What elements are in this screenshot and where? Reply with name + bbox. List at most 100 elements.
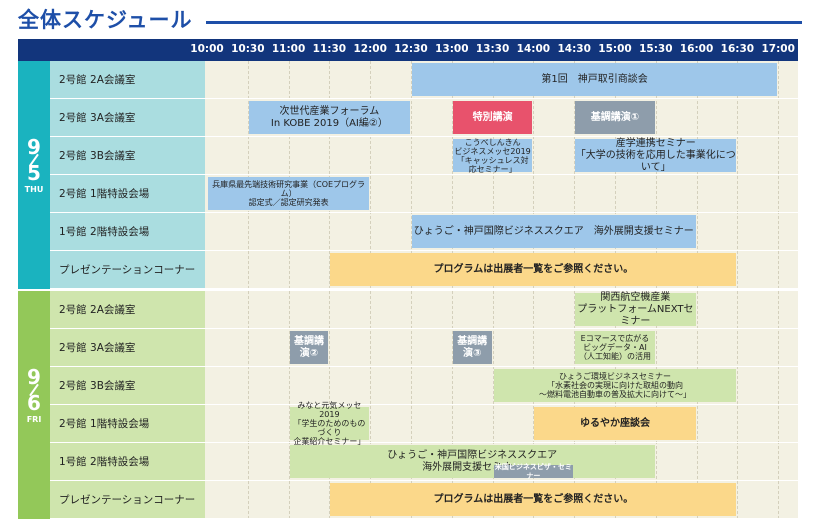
grid-line [492, 61, 494, 289]
event-block[interactable]: みなと元気メッセ2019 「学生のためのものづくり 企業紹介セミナー」 [289, 401, 370, 446]
event-block[interactable]: 第1回 神戸取引商談会 [412, 63, 778, 96]
event-block[interactable]: ひょうご環境ビジネスセミナー 「水素社会の実現に向けた取組の動向 ～燃料電池自動… [493, 369, 737, 402]
event-block[interactable]: 基調講演① [575, 101, 655, 134]
room-label: 2号館 3B会議室 [50, 137, 205, 174]
grid-line [329, 291, 331, 519]
schedule-row: 2号館 1階特設会場兵庫県最先端技術研究事業（COEプログラム） 認定式／認定研… [50, 175, 798, 213]
event-block[interactable]: ゆるやか座談会 [534, 407, 696, 440]
grid-line [574, 61, 576, 289]
date-weekday: THU [24, 185, 44, 194]
time-label: 12:00 [353, 43, 387, 55]
schedule-row: 1号館 2階特設会場 ひょうご・神戸国際ビジネススクエア 海外展開支援セミナー [50, 213, 798, 251]
grid-line [574, 291, 576, 519]
time-label: 13:30 [475, 43, 510, 55]
time-label: 14:30 [557, 43, 591, 55]
event-block[interactable]: ひょうご・神戸国際ビジネススクエア 海外展開支援セミナー [289, 445, 655, 478]
event-block[interactable]: Eコマースで広がる ビッグデータ・AI （人工知能）の活用 [575, 331, 655, 364]
room-label: 2号館 3A会議室 [50, 99, 205, 136]
event-block[interactable]: プログラムは出展者一覧をご参照ください。 [330, 483, 737, 516]
event-block[interactable]: 特別講演 [452, 101, 533, 134]
grid-line [329, 61, 331, 289]
event-block[interactable]: 兵庫県最先端技術研究事業（COEプログラム） 認定式／認定研究発表 [208, 177, 370, 210]
title-underline [206, 21, 802, 24]
room-label: 2号館 1階特設会場 [50, 175, 205, 212]
time-label: 15:00 [598, 43, 632, 55]
room-label: 2号館 2A会議室 [50, 291, 205, 328]
schedule-row: 2号館 3A会議室 次世代産業フォーラム In KOBE 2019（AI編②） 特別… [50, 99, 798, 137]
time-label: 10:30 [231, 43, 265, 55]
room-label: プレゼンテーションコーナー [50, 481, 205, 518]
schedule-row: 2号館 3B会議室 こうべしんきん ビジネスメッセ2019 「キャッシュレス対応セ… [50, 137, 798, 175]
grid-line [492, 291, 494, 519]
schedule-row: 2号館 3B会議室 ひょうご環境ビジネスセミナー 「水素社会の実現に向けた取組の動… [50, 367, 798, 405]
time-label: 10:00 [190, 43, 224, 55]
schedule-row: 2号館 1階特設会場 みなと元気メッセ2019 「学生のためのものづくり 企業紹介… [50, 401, 798, 446]
room-label: 2号館 1階特設会場 [50, 405, 205, 442]
grid-line [451, 291, 453, 519]
time-label: 13:00 [435, 43, 469, 55]
date-month: 9 [27, 135, 41, 159]
schedule-row: 2号館 3A会議室 基調講演② 基調講演③ Eコマースで広がる ビッグデータ・AI （… [50, 329, 798, 367]
room-label: 2号館 3A会議室 [50, 329, 205, 366]
date-weekday: FRI [26, 415, 42, 424]
grid-line [533, 61, 535, 289]
time-label: 15:30 [639, 43, 673, 55]
grid-line [451, 61, 453, 289]
time-label: 16:30 [720, 43, 755, 55]
schedule-row: プレゼンテーションコーナー プログラムは出展者一覧をご参照ください。 [50, 251, 798, 289]
date-day: 5 [27, 161, 41, 185]
time-label: 16:00 [679, 43, 714, 55]
event-block[interactable]: 米国ビジネスピザ・セミナー [493, 462, 574, 480]
time-label: 17:00 [761, 43, 795, 55]
grid-line [615, 61, 616, 289]
date-day: 6 [27, 391, 41, 415]
time-header: 10:00 10:30 11:00 11:30 12:00 12:30 13:00 13:30… [18, 39, 798, 61]
room-label: 2号館 3B会議室 [50, 367, 205, 404]
room-label: 1号館 2階特設会場 [50, 443, 205, 480]
schedule-row: 2号館 2A会議室 第1回 神戸取引商談会 [50, 61, 798, 99]
grid-line [696, 61, 698, 289]
event-block[interactable]: 基調講演③ [452, 331, 492, 364]
page-title: 全体スケジュール [18, 8, 193, 32]
grid-line [737, 291, 739, 519]
time-label: 14:00 [516, 43, 551, 55]
event-block[interactable]: ひょうご・神戸国際ビジネススクエア 海外展開支援セミナー [412, 215, 696, 248]
event-block[interactable]: こうべしんきん ビジネスメッセ2019 「キャッシュレス対応セミナー」 [452, 137, 533, 174]
grid-line [411, 61, 412, 289]
time-label: 11:30 [312, 43, 347, 55]
schedule-row: 1号館 2階特設会場 ひょうご・神戸国際ビジネススクエア 海外展開支援セミナー米国… [50, 443, 798, 481]
room-label: 2号館 2A会議室 [50, 61, 205, 98]
grid-line [247, 291, 249, 519]
grid-line [288, 61, 290, 289]
grid-line [778, 291, 780, 519]
event-block[interactable]: 基調講演② [289, 331, 329, 364]
room-label: プレゼンテーションコーナー [50, 251, 205, 288]
grid-line [370, 61, 372, 289]
grid-line [655, 61, 657, 289]
date-month: 9 [27, 365, 41, 389]
grid-line [655, 291, 657, 519]
grid-background [205, 61, 798, 289]
room-label: 1号館 2階特設会場 [50, 213, 205, 250]
time-label: 12:30 [394, 43, 428, 55]
schedule-row: プレゼンテーションコーナー プログラムは出展者一覧をご参照ください。 [50, 481, 798, 519]
grid-line [778, 61, 780, 289]
grid-line [533, 291, 535, 519]
grid-line [288, 291, 290, 519]
time-label: 11:00 [271, 43, 306, 55]
schedule-row: 2号館 2A会議室 関西航空機産業 プラットフォームNEXTセミナー [50, 291, 798, 329]
event-block[interactable]: 産学連携セミナー 「大学の技術を応用した事業化について」 [575, 137, 737, 173]
grid-line [370, 291, 372, 519]
grid-background [205, 291, 798, 519]
event-block[interactable]: プログラムは出展者一覧をご参照ください。 [330, 253, 737, 286]
grid-line [615, 291, 616, 519]
event-block[interactable]: 関西航空機産業 プラットフォームNEXTセミナー [575, 292, 696, 327]
grid-line [247, 61, 249, 289]
grid-line [737, 61, 739, 289]
event-block[interactable]: 次世代産業フォーラム In KOBE 2019（AI編②） [248, 101, 410, 134]
grid-line [696, 291, 698, 519]
